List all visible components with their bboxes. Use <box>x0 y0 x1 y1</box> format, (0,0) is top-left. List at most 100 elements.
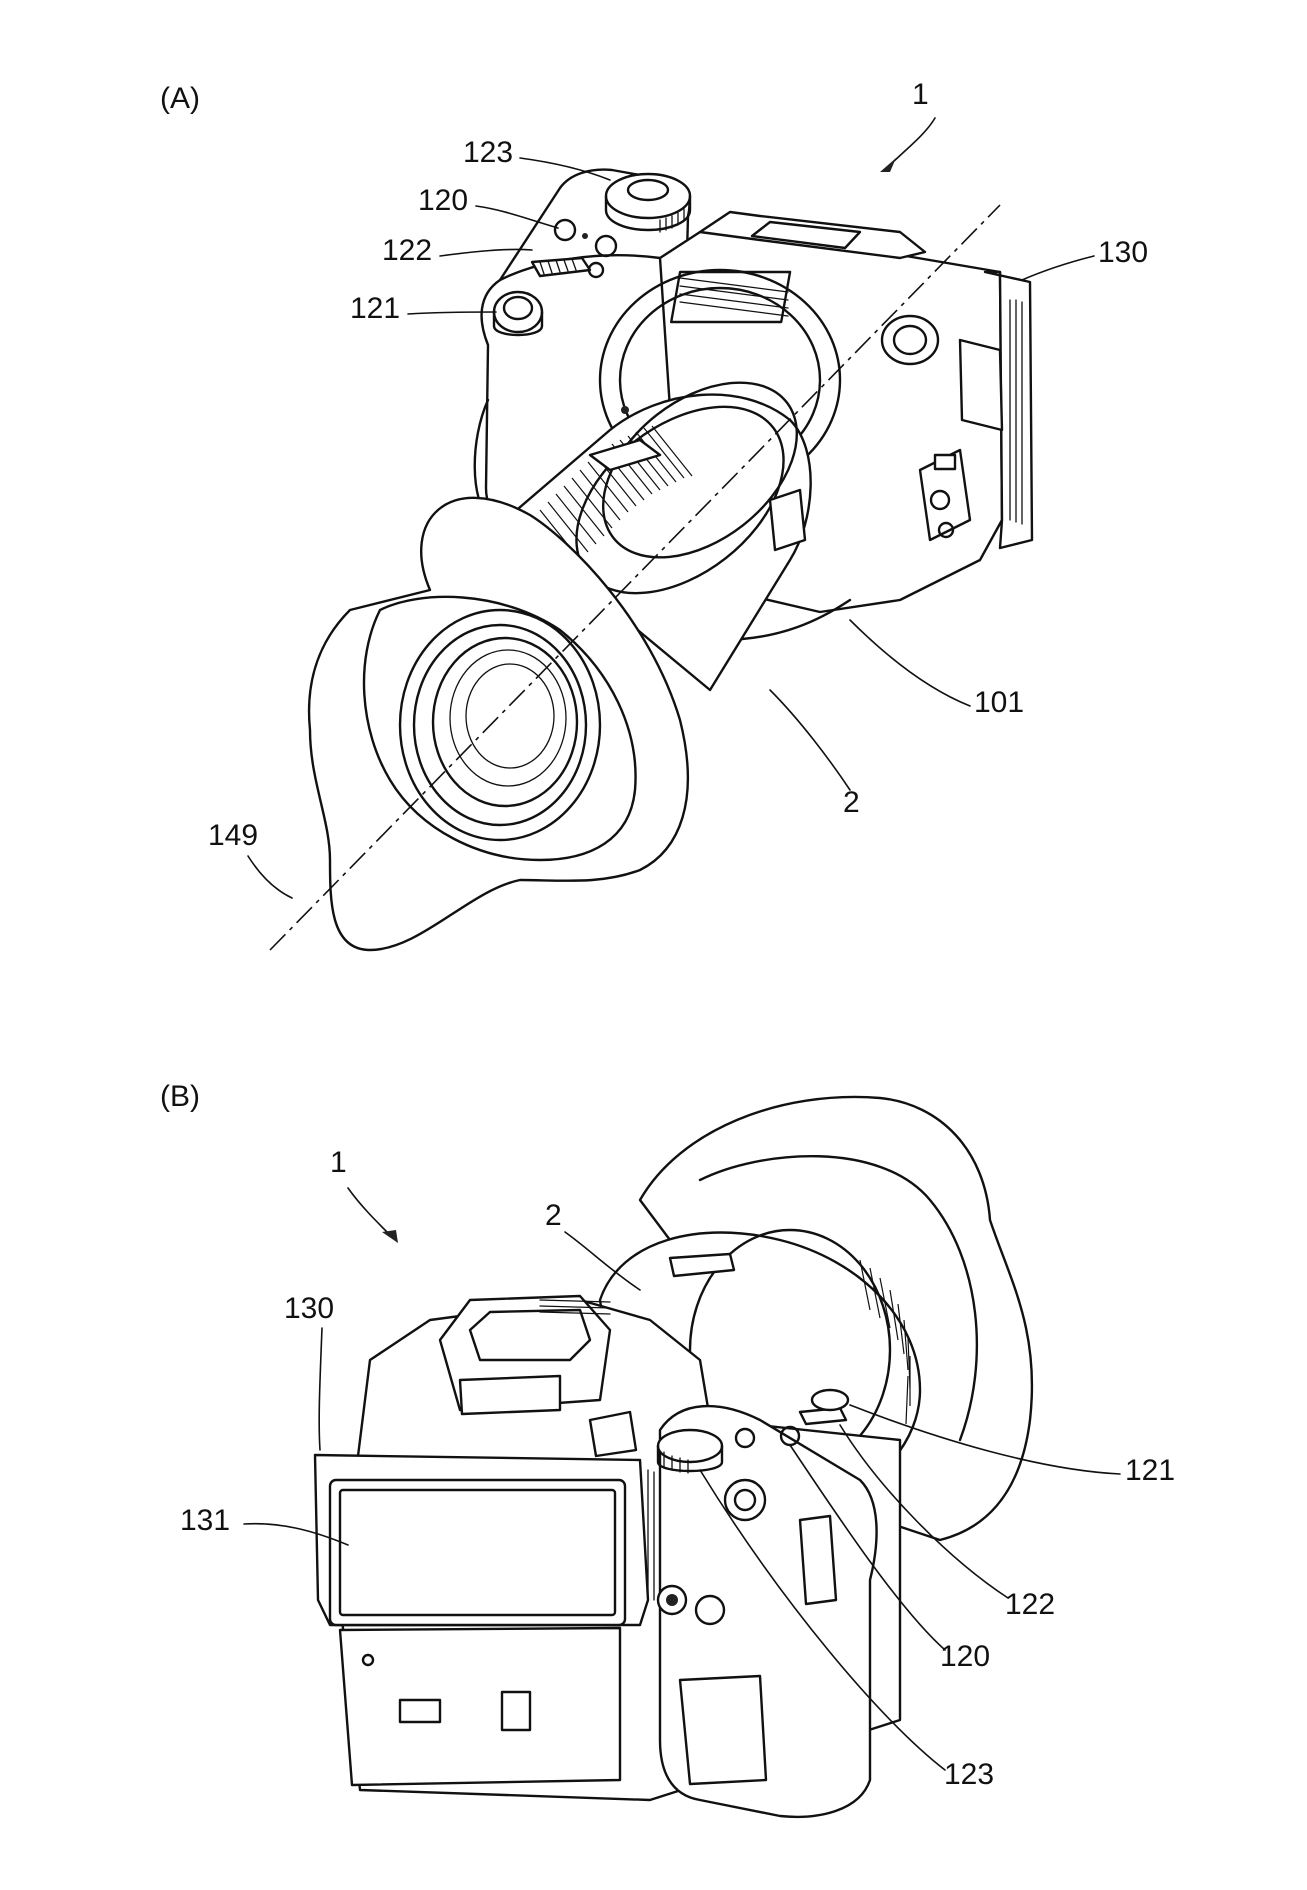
callout-a-device: 1 <box>912 78 929 111</box>
arrow-b-device <box>347 1187 391 1236</box>
b-dial-123-knurl <box>663 1451 689 1474</box>
b-button-back <box>694 1594 726 1626</box>
monitor-ribbing <box>1009 299 1023 525</box>
b-base-port <box>500 1690 532 1732</box>
shoe-grille-ticks <box>679 277 789 317</box>
leader-b-120 <box>789 1444 946 1651</box>
callout-a-120: 120 <box>418 184 468 217</box>
b-focus-knurl <box>859 1259 911 1425</box>
b-dial-123-side <box>656 1444 724 1473</box>
side-port-1 <box>929 489 951 511</box>
leader-a-120 <box>475 205 559 229</box>
callout-b-130: 130 <box>284 1292 334 1325</box>
leader-b-131 <box>243 1522 349 1546</box>
b-dial-123 <box>656 1428 724 1464</box>
leader-a-130 <box>1021 255 1095 281</box>
leader-b-130 <box>318 1327 323 1451</box>
callout-a-axis: 149 <box>208 819 258 852</box>
b-monitor-screen-131 <box>328 1478 627 1627</box>
right-knob-inner <box>892 324 928 356</box>
panel-a: (A) <box>160 78 1148 952</box>
dial-123-side <box>604 194 692 232</box>
b-shutter-121 <box>810 1388 850 1412</box>
lens-switch <box>588 438 662 472</box>
monitor-hinge <box>958 338 1004 432</box>
callout-a-122: 122 <box>382 234 432 267</box>
b-side-door <box>798 1514 838 1606</box>
callout-a-123: 123 <box>463 136 513 169</box>
leader-a-101 <box>849 619 971 707</box>
b-lens-switch <box>668 1252 736 1278</box>
front-element-ring-2 <box>412 623 588 827</box>
callout-b-device: 1 <box>330 1146 347 1179</box>
b-rear-dial-center <box>733 1488 757 1512</box>
callout-a-lens: 2 <box>843 786 860 819</box>
leader-b-122 <box>839 1424 1009 1599</box>
button-120-b <box>594 234 618 258</box>
front-element-glass <box>431 636 579 808</box>
callout-b-121: 121 <box>1125 1454 1175 1487</box>
panel-a-top-controls <box>492 172 692 337</box>
focus-ring-knurl <box>539 425 693 561</box>
b-monitor-base <box>338 1626 622 1787</box>
b-button-120-a <box>734 1427 756 1449</box>
arrow-b-device-head <box>382 1230 398 1243</box>
b-lens-hood-rim <box>698 1154 979 1442</box>
arrow-a-device <box>889 117 936 166</box>
b-shoe-grille <box>539 1299 611 1315</box>
callout-b-120: 120 <box>940 1640 990 1673</box>
panel-b-callouts: 1 2 130 131 121 122 120 123 <box>180 1146 1175 1791</box>
leader-a-121 <box>407 311 497 315</box>
shutter-121-collar <box>492 310 544 337</box>
leader-a-lens <box>769 689 851 791</box>
b-side-strap <box>588 1410 638 1458</box>
wheel-122-knurl <box>539 258 577 275</box>
callout-a-121: 121 <box>350 292 400 325</box>
monitor-edge <box>983 270 1034 550</box>
callout-a-101: 101 <box>974 686 1024 719</box>
leader-a-122 <box>439 248 533 257</box>
side-port-2 <box>937 521 955 539</box>
b-eyepiece <box>458 1374 562 1416</box>
button-120-a <box>553 218 577 242</box>
b-screen-inner <box>338 1488 617 1617</box>
button-120-dot <box>582 233 588 239</box>
lens-hood-inner <box>362 595 637 862</box>
hot-shoe <box>750 220 862 250</box>
b-grip-door <box>678 1674 768 1786</box>
b-base-screw <box>361 1653 375 1667</box>
shutter-121-cap <box>502 295 534 321</box>
lens-ring-1 <box>601 381 799 559</box>
callout-b-123: 123 <box>944 1758 994 1791</box>
b-hot-shoe <box>468 1308 592 1362</box>
right-knob <box>880 314 940 366</box>
leader-b-123 <box>699 1469 946 1771</box>
callout-a-130: 130 <box>1098 236 1148 269</box>
callout-b-122: 122 <box>1005 1588 1055 1621</box>
leader-b-121 <box>849 1404 1121 1475</box>
arrow-a-device-head <box>880 158 896 172</box>
dial-123-knurl <box>659 208 685 233</box>
b-joystick-tip <box>666 1594 678 1606</box>
front-element-core <box>465 663 555 769</box>
mount-screw-1 <box>621 406 629 414</box>
callout-b-131: 131 <box>180 1504 230 1537</box>
callout-b-lens: 2 <box>545 1199 562 1232</box>
leader-a-axis <box>247 855 293 899</box>
dial-123-cap <box>626 178 670 202</box>
panel-b-label: (B) <box>160 1080 200 1113</box>
optical-axis-149 <box>269 204 1001 951</box>
leader-b-lens <box>564 1231 641 1291</box>
panel-a-callouts: 1 123 120 122 121 130 101 2 149 <box>208 78 1148 899</box>
panel-a-label: (A) <box>160 82 200 115</box>
leader-a-123 <box>519 157 611 181</box>
side-switch <box>933 453 957 471</box>
button-122-side <box>587 261 605 279</box>
panel-a-lens <box>307 381 812 952</box>
front-element-inner <box>449 649 567 787</box>
b-base-switch <box>398 1698 442 1724</box>
panel-b: (B) <box>160 1080 1175 1818</box>
lens-side-switch <box>768 488 807 552</box>
